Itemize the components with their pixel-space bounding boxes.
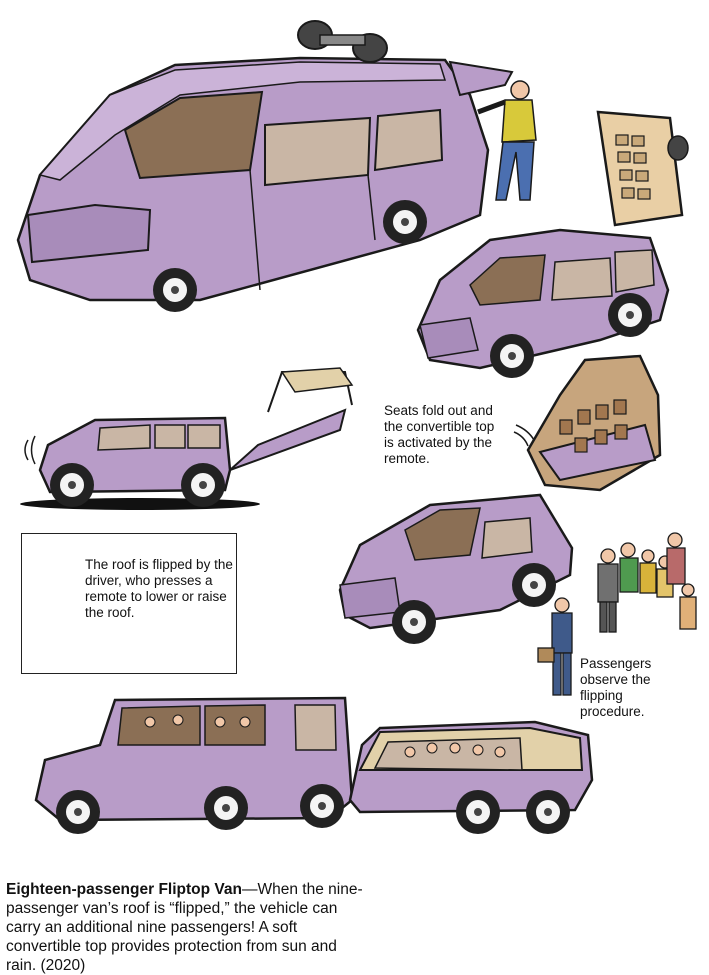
roof-spare-wheels xyxy=(297,20,388,63)
roof-note: The roof is flipped by the driver, who p… xyxy=(85,556,233,620)
caption-title: Eighteen-passenger Fliptop Van xyxy=(6,880,242,898)
seats-note: Seats fold out and the convertible top i… xyxy=(384,403,495,466)
van-convertible-rising xyxy=(338,354,662,645)
illustration xyxy=(16,20,697,835)
van-roof-up xyxy=(416,110,689,379)
van-large-top xyxy=(16,20,537,313)
van-with-trailer-bottom xyxy=(34,696,594,835)
caption-body: —When the nine-passenger van’s roof is “… xyxy=(6,880,363,974)
roof-callout-box: The roof is flipped by the driver, who p… xyxy=(21,533,237,674)
passengers-group xyxy=(537,532,697,696)
passengers-note: Passengers observe the flipping procedur… xyxy=(580,656,652,719)
man-opening-rear xyxy=(477,80,537,201)
van-side-trailer xyxy=(20,367,354,510)
figure-caption: Eighteen-passenger Fliptop Van—When the … xyxy=(6,880,366,975)
